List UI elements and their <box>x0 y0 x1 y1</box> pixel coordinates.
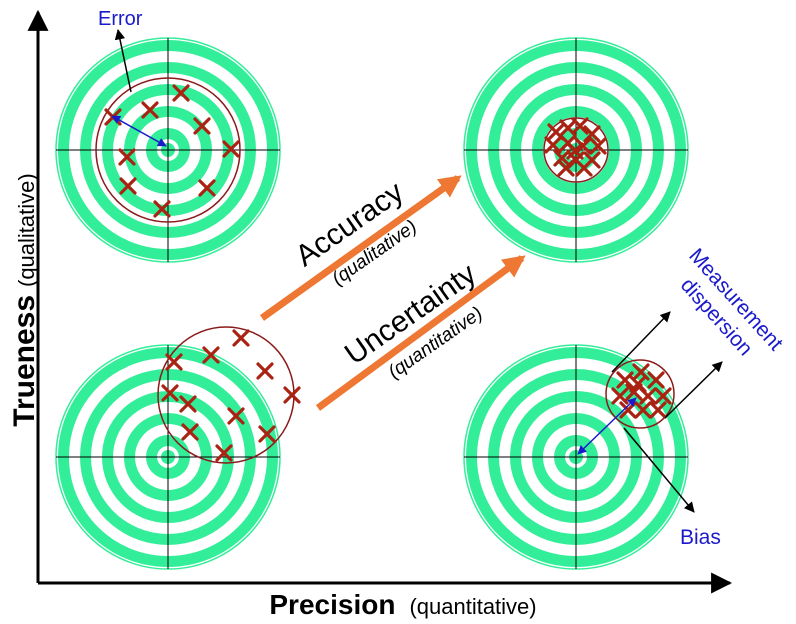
measurement-cross <box>283 386 301 404</box>
measurement-cross <box>571 117 589 135</box>
target-low-precision-low-trueness <box>55 344 281 570</box>
measurement-cross <box>557 159 575 177</box>
error-blue-arrow <box>111 115 167 147</box>
measurement-cross <box>589 137 607 155</box>
measurement-cross <box>625 383 643 401</box>
measurement-cross <box>153 200 171 218</box>
measurement-cross <box>193 117 211 135</box>
measurement-cross <box>574 137 592 155</box>
measurement-cross <box>647 371 665 389</box>
measurement-cross <box>616 371 634 389</box>
svg-text:Trueness(qualitative): Trueness (qualitative) <box>8 173 41 426</box>
y-axis-label-qual: (qualitative) <box>14 173 39 287</box>
measurement-cross <box>258 425 276 443</box>
measurement-cross <box>161 384 179 402</box>
error-pointer-arrow <box>114 28 132 93</box>
measurement-cross <box>215 444 233 462</box>
measurement-cross <box>654 387 672 405</box>
measurement-cross <box>649 401 667 419</box>
dispersion-circle-top-left <box>95 77 241 223</box>
bias-label: Bias <box>680 526 721 549</box>
measurement-cross <box>141 101 159 119</box>
measurement-cross <box>566 142 584 160</box>
measurement-cross <box>227 407 245 425</box>
accuracy-arrow <box>259 175 462 321</box>
measurement-cross <box>118 148 136 166</box>
dispersion-arrow-lower <box>664 361 723 419</box>
measurement-cross <box>232 329 250 347</box>
measurement-cross <box>575 159 593 177</box>
measurement-crosses <box>104 84 672 462</box>
uncertainty-arrow <box>315 255 526 411</box>
measurement-cross <box>172 84 190 102</box>
dispersion-circle-top-right <box>543 117 609 183</box>
y-axis-label-bold: Trueness <box>8 295 41 427</box>
measurement-cross <box>553 149 571 167</box>
dispersion-arrow-upper <box>611 311 671 373</box>
x-axis-label-bold: Precision <box>269 589 395 620</box>
measurement-cross <box>181 423 199 441</box>
measurement-cross <box>179 395 197 413</box>
bias-pointer-arrow <box>623 427 695 513</box>
measurement-cross <box>222 140 240 158</box>
bias-blue-arrow <box>577 397 637 455</box>
target-low-precision-high-trueness <box>55 37 281 263</box>
y-axis-label: Trueness (qualitative) <box>8 173 41 426</box>
measurement-cross <box>198 179 216 197</box>
x-axis-label-qual: (quantitative) <box>409 594 536 619</box>
dispersion-circle-bottom-right <box>605 359 675 429</box>
measurement-cross <box>544 136 562 154</box>
x-axis-label: Precision (quantitative) <box>269 589 536 620</box>
error-label: Error <box>98 8 143 30</box>
measurement-cross <box>256 362 274 380</box>
measurement-dispersion-label-group: Measurement dispersion <box>676 244 788 360</box>
measurement-cross <box>165 353 183 371</box>
measurement-cross <box>202 346 220 364</box>
measurement-cross <box>119 177 137 195</box>
measurement-cross <box>629 375 647 393</box>
measurement-cross <box>583 125 601 143</box>
measurement-cross <box>634 401 652 419</box>
